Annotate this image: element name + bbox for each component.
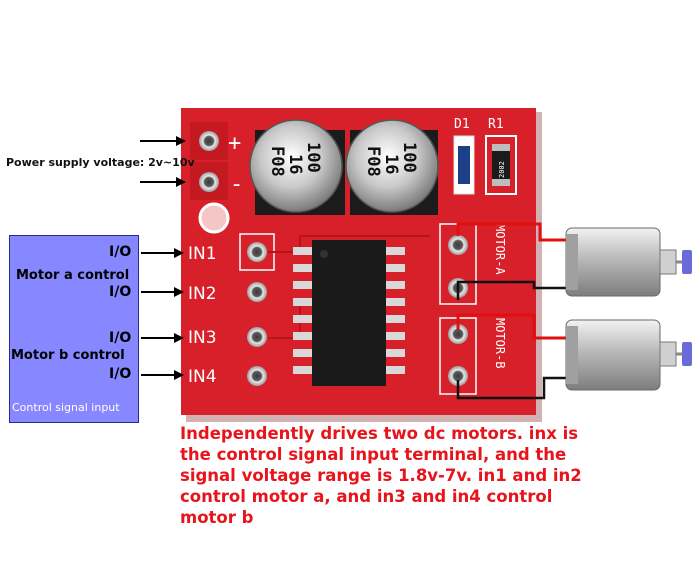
motor-a bbox=[565, 227, 692, 297]
wire-motor-a-red bbox=[456, 222, 570, 242]
motor-a-silk-label: MOTOR-A bbox=[493, 224, 507, 275]
resistor-r1-code: 2002 bbox=[498, 161, 506, 178]
wire-motor-b-black bbox=[456, 376, 568, 400]
cap-left-line-1: 100 bbox=[303, 142, 323, 173]
resistor-r1 bbox=[492, 144, 510, 186]
io-label-4: I/O bbox=[109, 366, 132, 382]
pin-in2-pad bbox=[247, 282, 267, 302]
pin-in4-pad bbox=[247, 366, 267, 386]
cap-left bbox=[249, 119, 343, 213]
arrow-power-minus-head bbox=[176, 177, 186, 187]
motor-b-silk-label: MOTOR-B bbox=[493, 318, 507, 369]
io-label-1: I/O bbox=[109, 244, 132, 260]
r1-label: R1 bbox=[488, 117, 504, 132]
mounting-hole bbox=[198, 202, 230, 234]
power-plus-pad bbox=[199, 131, 219, 151]
arrow-power-plus-head bbox=[176, 136, 186, 146]
motor-b-control-label: Motor b control bbox=[11, 348, 125, 363]
io-label-3: I/O bbox=[109, 330, 132, 346]
power-minus-pad bbox=[199, 172, 219, 192]
control-signal-box bbox=[9, 235, 139, 423]
motor-b-pad-1 bbox=[448, 324, 468, 344]
cap-left-line-2: 16 bbox=[285, 154, 305, 174]
trace-1 bbox=[268, 235, 430, 253]
pin-label-in2: IN2 bbox=[188, 284, 217, 304]
motor-a-pad-1 bbox=[448, 235, 468, 255]
diode-d1-body bbox=[458, 146, 470, 184]
d1-label: D1 bbox=[454, 117, 470, 132]
pin-in1-pad bbox=[247, 242, 267, 262]
power-plus-symbol: + bbox=[228, 131, 241, 156]
cap-right-line-2: 16 bbox=[381, 154, 401, 174]
driver-ic bbox=[293, 240, 405, 386]
power-supply-label: Power supply voltage: 2v~10v bbox=[6, 156, 195, 169]
power-minus-symbol: - bbox=[230, 172, 243, 197]
resistor-r1-silk bbox=[485, 135, 517, 195]
arrow-io-1-head bbox=[174, 248, 184, 258]
arrow-io-4-head bbox=[174, 370, 184, 380]
arrow-io-2-head bbox=[174, 287, 184, 297]
pin-in3-pad bbox=[247, 327, 267, 347]
pin-label-in1: IN1 bbox=[188, 244, 217, 264]
cap-right bbox=[345, 119, 439, 213]
io-label-2: I/O bbox=[109, 284, 132, 300]
cap-left-line-3: F08 bbox=[267, 146, 287, 177]
resistor-r1-pad-bottom bbox=[492, 179, 510, 186]
wire-motor-b-red bbox=[456, 313, 568, 340]
pin-label-in4: IN4 bbox=[188, 367, 217, 387]
pin-label-in3: IN3 bbox=[188, 328, 217, 348]
motor-a-control-label: Motor a control bbox=[16, 268, 130, 283]
motor-b bbox=[565, 319, 692, 391]
motor-b-pad-2 bbox=[448, 366, 468, 386]
arrow-io-3-head bbox=[174, 333, 184, 343]
cap-right-line-3: F08 bbox=[363, 146, 383, 177]
control-signal-caption: Control signal input bbox=[12, 401, 120, 414]
description-text: Independently drives two dc motors. inx … bbox=[180, 424, 582, 527]
resistor-r1-pad-top bbox=[492, 144, 510, 151]
cap-right-line-1: 100 bbox=[399, 142, 419, 173]
wire-motor-a-black bbox=[456, 280, 568, 300]
